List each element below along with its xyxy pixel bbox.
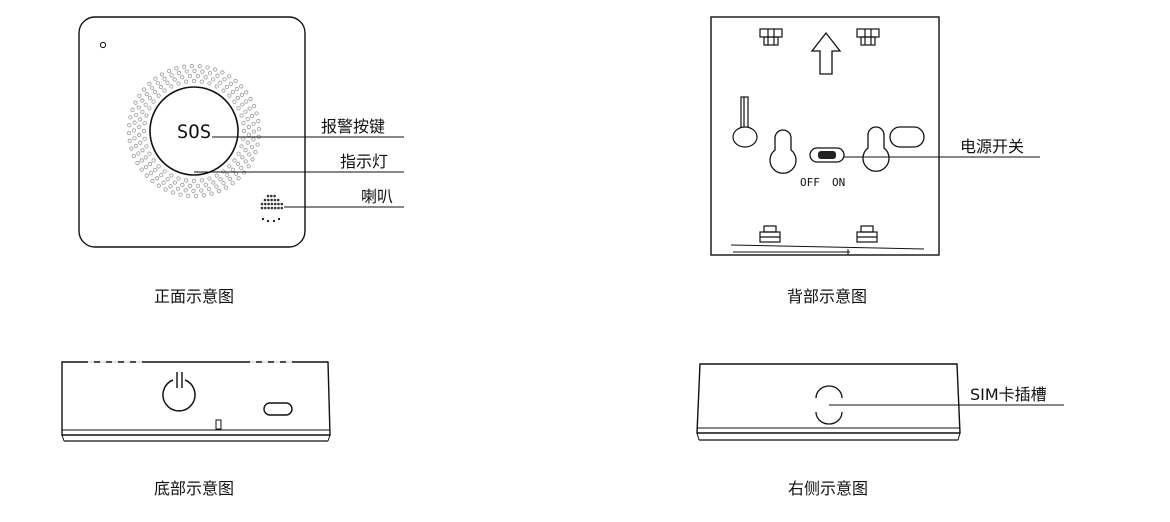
side-view: SIM卡插槽 右侧示意图 <box>696 363 1064 498</box>
bottom-side-r <box>327 434 331 442</box>
bottom-body <box>61 361 331 436</box>
callout-power-switch: 电源开关 <box>960 137 1024 156</box>
front-caption: 正面示意图 <box>154 287 234 306</box>
sos-button <box>149 86 239 176</box>
indicator-dot-ring <box>126 63 262 199</box>
switch-off-label: OFF <box>800 176 820 189</box>
bottom-caption: 底部示意图 <box>154 479 234 498</box>
back-left-slot <box>732 96 758 148</box>
callout-indicator: 指示灯 <box>340 152 388 171</box>
bottom-clip-right <box>856 225 878 243</box>
back-view: OFF ON 电源开关 背部示意图 <box>710 16 1040 306</box>
front-led-dot <box>99 41 107 49</box>
bottom-slot <box>263 402 293 416</box>
bottom-power-icon <box>162 379 196 412</box>
back-bottom-line-a <box>730 244 925 250</box>
keyhole-left-icon <box>769 129 797 174</box>
side-side-r <box>957 432 961 441</box>
switch-on-label: ON <box>832 176 845 189</box>
power-switch-icon <box>809 147 845 163</box>
mic-holes-icon <box>261 217 281 223</box>
sos-label: SOS <box>177 121 211 143</box>
bottom-side-l <box>61 434 65 442</box>
side-caption: 右侧示意图 <box>788 479 868 498</box>
speaker-grill-icon <box>260 194 284 210</box>
side-body <box>696 363 961 434</box>
bottom-view: 底部示意图 <box>61 361 331 498</box>
side-side-l <box>696 432 700 441</box>
bottom-small-mark <box>215 419 222 430</box>
up-arrow-icon <box>810 31 842 75</box>
top-clip-right <box>856 28 880 46</box>
top-clip-left <box>759 28 783 46</box>
callout-alarm-button: 报警按键 <box>321 117 385 136</box>
front-view: SOS 报警按键 指示灯 喇叭 正面示意图 <box>78 16 404 306</box>
callout-sim-slot: SIM卡插槽 <box>970 385 1047 404</box>
back-right-oval <box>889 126 925 148</box>
callout-speaker: 喇叭 <box>361 187 393 206</box>
sim-slot-icon <box>815 385 843 425</box>
back-caption: 背部示意图 <box>787 287 867 306</box>
bottom-clip-left <box>759 225 781 243</box>
